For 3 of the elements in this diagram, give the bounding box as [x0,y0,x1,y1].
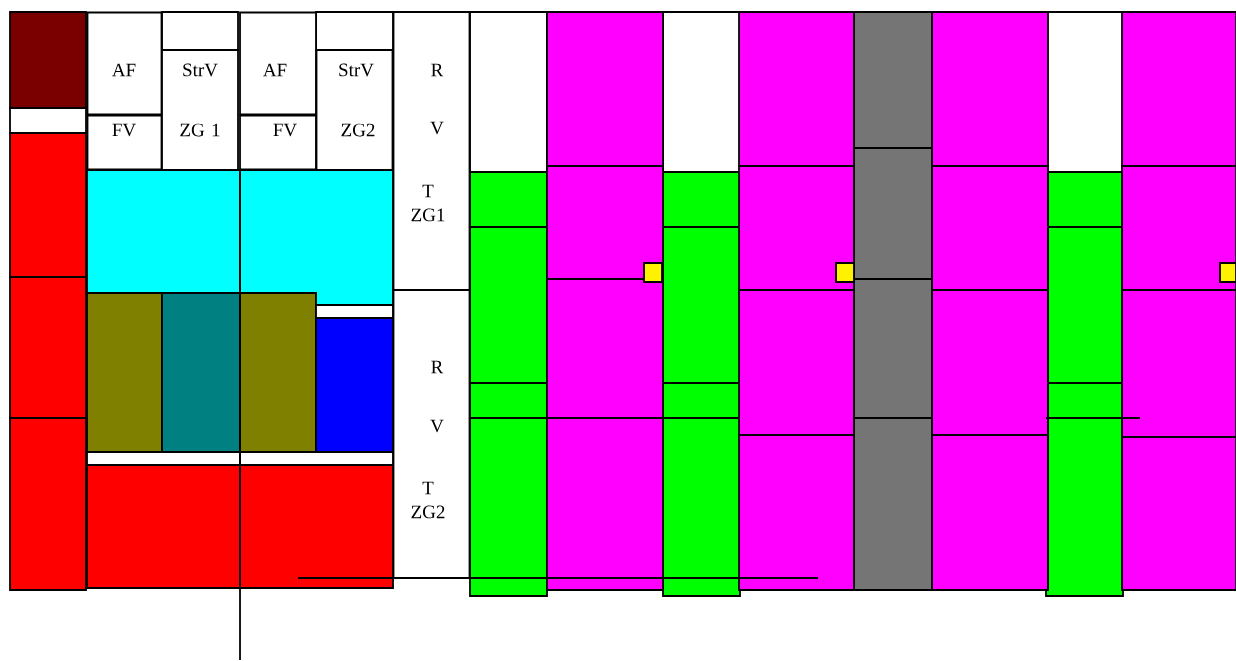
text-box: FV [86,114,163,171]
text-box: R V T ZG2 [392,289,471,579]
text-box: FV [239,114,317,171]
